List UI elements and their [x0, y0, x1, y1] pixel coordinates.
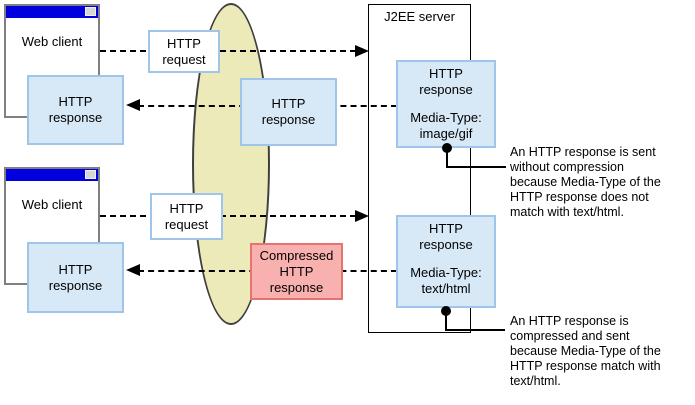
window-button-icon: [85, 170, 96, 179]
server-response-box-imagegif: HTTP response Media-Type: image/gif: [396, 60, 496, 148]
server-response-box-texthtml: HTTP response Media-Type: text/html: [396, 215, 496, 308]
callout-line-horizontal-bottom: [445, 329, 505, 331]
box-text-line: response: [419, 82, 473, 97]
media-type-label: Media-Type:: [410, 265, 482, 280]
annotation-line: HTTP response match with: [510, 359, 661, 373]
annotation-line: without compression: [510, 160, 624, 174]
annotation-line: An HTTP response is sent: [510, 145, 656, 159]
http-request-line-top: [100, 50, 356, 52]
http-response-box-mid: HTTP response: [240, 78, 337, 146]
box-text-line: response: [48, 110, 103, 125]
window-button-icon: [85, 7, 96, 16]
box-text-line: HTTP: [58, 261, 93, 277]
box-text-line: request: [164, 216, 209, 232]
callout-line-vertical-top: [446, 148, 448, 168]
box-text-line: response: [419, 237, 473, 252]
annotation-bottom: An HTTP response is compressed and sent …: [510, 314, 694, 389]
arrow-right-icon-bottom: [355, 210, 369, 222]
box-text-line: HTTP: [169, 200, 204, 216]
box-text-line: HTTP: [279, 263, 314, 279]
annotation-line: match with text/html.: [510, 205, 624, 219]
annotation-line: HTTP response does not: [510, 190, 649, 204]
annotation-line: text/html.: [510, 374, 561, 388]
box-text-line: HTTP: [429, 221, 463, 236]
compressed-http-response-box: Compressed HTTP response: [250, 243, 343, 300]
box-text-line: HTTP: [429, 66, 463, 81]
callout-line-vertical-bottom: [445, 311, 447, 331]
box-text-line: response: [261, 112, 316, 127]
web-client-label: Web client: [21, 197, 83, 212]
media-type-value: text/html: [421, 281, 471, 296]
window-titlebar: [6, 169, 98, 181]
box-text-line: request: [162, 51, 206, 67]
annotation-line: compressed and sent: [510, 329, 630, 343]
callout-line-horizontal-top: [446, 166, 506, 168]
arrow-right-icon-top: [355, 45, 369, 57]
web-client-label: Web client: [21, 34, 83, 49]
annotation-top: An HTTP response is sent without compres…: [510, 145, 694, 220]
annotation-line: because Media-Type of the: [510, 175, 661, 189]
box-text-line: response: [48, 277, 103, 293]
box-text-line: HTTP: [271, 96, 306, 111]
http-request-box-top: HTTP request: [148, 30, 220, 73]
annotation-line: An HTTP response is: [510, 314, 629, 328]
http-response-box-client-top: HTTP response: [27, 75, 124, 145]
j2ee-server-label: J2EE server: [384, 9, 455, 24]
j2ee-server-container: J2EE server: [368, 4, 471, 333]
box-text-line: response: [269, 279, 324, 295]
box-text-line: HTTP: [167, 35, 201, 51]
arrow-left-icon-bottom: [126, 264, 140, 276]
web-client-window-top: Web client: [4, 4, 100, 118]
http-request-box-bottom: HTTP request: [150, 193, 223, 240]
box-text-line: Compressed: [259, 247, 334, 263]
arrow-left-icon-top: [126, 99, 140, 111]
annotation-line: because Media-Type of the: [510, 344, 661, 358]
http-response-box-client-bottom: HTTP response: [27, 242, 124, 313]
http-request-line-bottom: [100, 215, 356, 217]
box-text-line: HTTP: [58, 94, 93, 109]
window-titlebar: [6, 6, 98, 18]
media-type-label: Media-Type:: [410, 110, 482, 125]
media-type-value: image/gif: [419, 126, 473, 141]
